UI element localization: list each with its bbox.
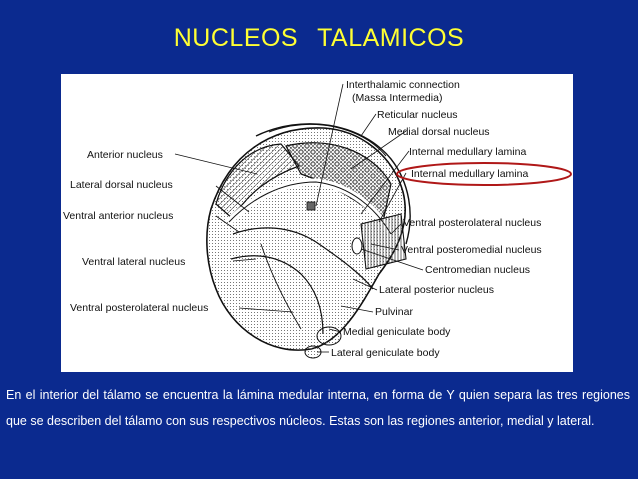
label-reticular: Reticular nucleus bbox=[377, 109, 458, 121]
label-medial-dorsal: Medial dorsal nucleus bbox=[388, 126, 490, 138]
thalamus-figure: Interthalamic connection (Massa Intermed… bbox=[61, 74, 573, 372]
label-massa: (Massa Intermedia) bbox=[352, 92, 443, 104]
label-pulvinar: Pulvinar bbox=[375, 306, 413, 318]
highlight-oval bbox=[396, 162, 572, 186]
thalamus-drawing bbox=[174, 83, 572, 359]
label-internal-lamina-2: Internal medullary lamina bbox=[411, 168, 529, 180]
posterior-region bbox=[360, 213, 407, 270]
label-ventral-posterolateral-right: Ventral posterolateral nucleus bbox=[403, 217, 542, 229]
label-medial-geniculate: Medial geniculate body bbox=[343, 326, 451, 338]
centromedian-oval bbox=[351, 237, 363, 255]
label-ventral-posterolateral-left: Ventral posterolateral nucleus bbox=[70, 302, 209, 314]
label-lateral-posterior: Lateral posterior nucleus bbox=[379, 284, 494, 296]
label-lateral-geniculate: Lateral geniculate body bbox=[331, 347, 440, 359]
label-interthalamic: Interthalamic connection bbox=[346, 79, 460, 91]
massa-intermedia bbox=[306, 201, 316, 211]
anterior-lobe bbox=[215, 143, 301, 220]
label-ventral-anterior: Ventral anterior nucleus bbox=[63, 210, 174, 222]
label-ventral-posteromedial: Ventral posteromedial nucleus bbox=[401, 244, 542, 256]
label-centromedian: Centromedian nucleus bbox=[425, 264, 531, 276]
leader-lines bbox=[174, 83, 424, 353]
medial-geniculate-shape bbox=[316, 326, 342, 346]
caption-text: En el interior del tálamo se encuentra l… bbox=[6, 388, 630, 428]
label-internal-lamina-1: Internal medullary lamina bbox=[409, 146, 527, 158]
slide-title: NUCLEOS TALAMICOS bbox=[173, 24, 465, 52]
label-anterior: Anterior nucleus bbox=[87, 149, 163, 161]
label-ventral-lateral: Ventral lateral nucleus bbox=[82, 256, 186, 268]
label-lateral-dorsal: Lateral dorsal nucleus bbox=[70, 179, 173, 191]
